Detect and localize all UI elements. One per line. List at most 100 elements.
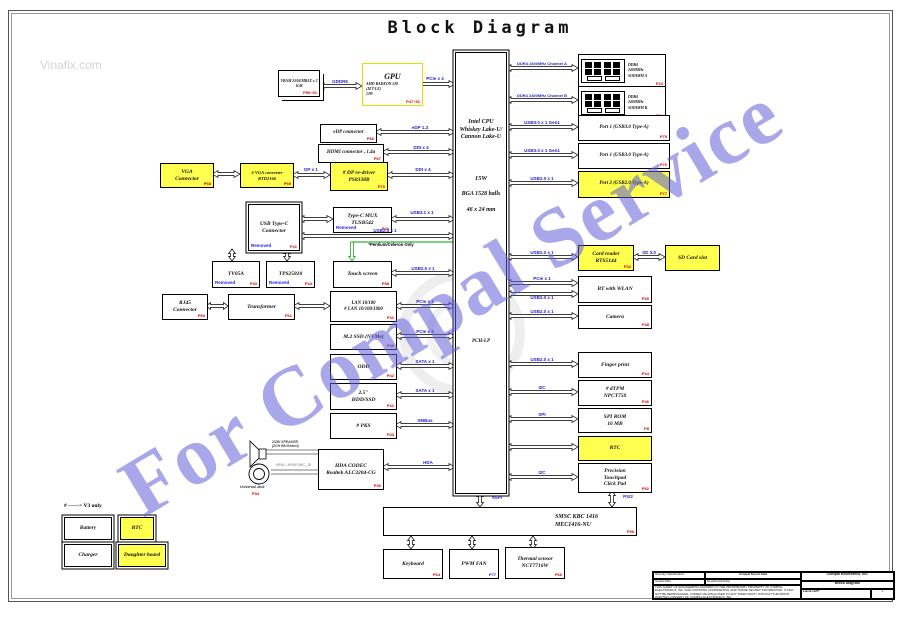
block-tps25810: TPS25810 Removed P44 bbox=[266, 261, 315, 288]
block-sodimm-a: DDR4 2400MHz SODIMM A P23 bbox=[578, 54, 666, 88]
bus-label-dtpm: I2C bbox=[538, 385, 546, 390]
bus-label-touch: USB2.0 x 1 bbox=[411, 266, 435, 271]
bus-label-hdd: SATA x 1 bbox=[415, 388, 435, 393]
bus-label-mux-usb3: USB3.1 x 1 bbox=[410, 210, 434, 215]
block-m2-ssd: M.2 SSD (NVMe)P40 bbox=[330, 324, 397, 350]
tb-deciphered: Deciphered Date bbox=[705, 579, 801, 585]
block-usb3-port-1a: Port 1 (USB3.0 Type-A)P75 bbox=[578, 115, 670, 141]
block-cpu: Intel CPU Whiskey Lake-U/ Cannon Lake-U … bbox=[455, 52, 507, 494]
bus-label-ddr-b: DDR4 2400MHz Channel B bbox=[516, 93, 567, 98]
block-sd-card-slot: SD Card slot bbox=[665, 245, 720, 271]
bus-label-smbus: SMBus bbox=[417, 418, 433, 423]
bus-label-lan: PCIe x 1 bbox=[416, 299, 434, 304]
page-title: Block Diagram bbox=[387, 18, 573, 38]
bus-label-usb2-port: USB2.0 x 1 bbox=[530, 176, 554, 181]
tb-legal: THIS SHEET OF ENGINEERING DRAWING IS THE… bbox=[653, 585, 801, 599]
site-watermark: Vinafix.com bbox=[40, 58, 102, 72]
bus-label-m2: PCIe x 4 bbox=[416, 329, 434, 334]
block-usbc-connector: USB Type-C Connector Removed P41 bbox=[248, 204, 300, 251]
bus-label-sd: SD 3.0 bbox=[642, 250, 656, 255]
block-usb2-port-2: Port 2 (USB2.0 Type-A)P77 bbox=[578, 171, 670, 198]
memory-chips-icon bbox=[581, 59, 625, 83]
tb-issued: Issued Date bbox=[653, 579, 705, 585]
note-pentium-celeron: *Pentium/Celeron Only bbox=[368, 242, 414, 247]
block-kbc: SMSC KBC 1416 MEC1416-NU P56 bbox=[383, 507, 637, 536]
bus-label-hdmi-ddi: DDI x 4 bbox=[413, 145, 429, 150]
tb-model: LA-G712P bbox=[801, 589, 871, 599]
jack-line-label: HP&L / HP&R MIC_JD bbox=[276, 463, 312, 467]
title-block: Security Classification Compal Secret Da… bbox=[652, 571, 895, 600]
tb-sheet: 1 bbox=[871, 589, 894, 599]
block-rtc: RTC bbox=[578, 436, 652, 461]
bus-label-redriver-ddi: DDI x 4 bbox=[415, 167, 431, 172]
bus-label-camera: USB2.0 x 1 bbox=[530, 309, 554, 314]
sheet-border-outer bbox=[8, 10, 893, 602]
block-battery: Battery bbox=[64, 517, 112, 540]
block-daughter-board: Daughter board bbox=[118, 544, 166, 567]
speaker-icon bbox=[249, 440, 267, 468]
bus-label-usb3-1: USB3.0 x 1 Gen1 bbox=[524, 120, 560, 125]
legend-note: # ——> V3 only bbox=[64, 503, 102, 509]
bus-label-cardreader: USB2.0 x 1 bbox=[530, 250, 554, 255]
bus-label-gddr5: GDDR5 bbox=[332, 79, 348, 84]
bus-label-edp: eDP 1.3 bbox=[411, 125, 429, 130]
bus-label-usb3-2: USB3.0 x 1 Gen1 bbox=[524, 148, 560, 153]
bus-label-finger: USB2.0 x 1 bbox=[530, 357, 554, 362]
bus-label-gpu-pcie: PCIe x 4 bbox=[426, 76, 444, 81]
block-usb3-port-1b: Port 1 (USB3.0 Type-A)P76 bbox=[578, 143, 670, 169]
bus-label-bt-pcie: PCIe x 1 bbox=[533, 276, 551, 281]
block-charger: Charger bbox=[64, 544, 112, 567]
bus-label-touchpad: I2C bbox=[538, 470, 546, 475]
audio-jack-icon bbox=[248, 463, 270, 485]
block-btc: BTC bbox=[120, 517, 154, 540]
block-vram-assembly: VRAM ASSEMBLY x 2 1GB P50~51 bbox=[278, 70, 320, 97]
block-gpu: GPU AMD RADEON 520 (JET-LE) 12W P47~51 bbox=[362, 63, 423, 106]
bus-label-spi: SPI bbox=[538, 412, 546, 417]
bus-label-ddr-a: DDR4 2400MHz Channel A bbox=[517, 61, 567, 66]
bus-label-espi: eSPI bbox=[492, 495, 502, 500]
bus-label-hda: HDA bbox=[423, 460, 433, 465]
block-typec-mux: Type-C MUX TUSB542 Removed P42 bbox=[333, 207, 392, 233]
bus-label-bt-usb: USB2.0 x 1 bbox=[530, 295, 554, 300]
block-sodimm-b: DDR4 2400MHz SODIMM B P24 bbox=[578, 86, 666, 120]
tb-doc-title: Block Diagram bbox=[801, 581, 894, 589]
gpu-title: GPU bbox=[384, 72, 401, 82]
bus-label-odd: SATA x 1 bbox=[415, 359, 435, 364]
memory-chips-icon bbox=[581, 91, 625, 115]
jack-ref: P34 bbox=[252, 491, 260, 496]
bus-label-dp: DP x 1 bbox=[304, 167, 318, 172]
sheet-border-inner bbox=[11, 13, 890, 599]
tb-company: Compal Electronics, Inc. bbox=[801, 572, 894, 581]
tb-secret: Compal Secret Data bbox=[705, 572, 801, 579]
tb-classification: Security Classification bbox=[653, 572, 705, 579]
jack-label: Universal Jack bbox=[240, 485, 265, 489]
bus-label-ps2: PS/2 bbox=[623, 494, 633, 499]
bus-label-usbc-usb2: USB2.0 x 1 bbox=[373, 228, 397, 233]
block-tv05a: TV05A Removed P43 bbox=[212, 261, 260, 288]
